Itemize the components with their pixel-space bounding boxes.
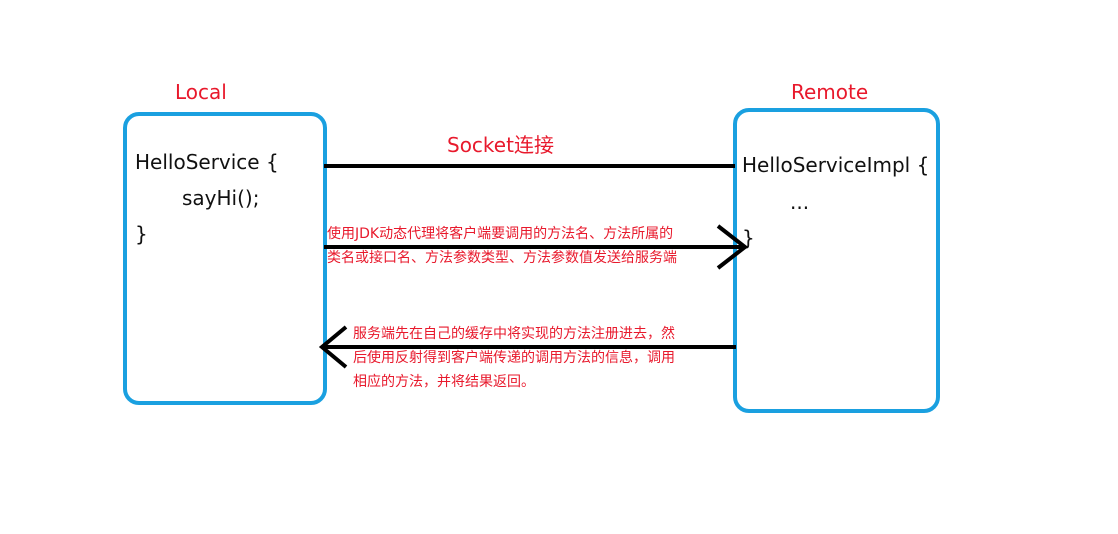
request-arrow [324,224,749,270]
request-description: 使用JDK动态代理将客户端要调用的方法名、方法所属的 类名或接口名、方法参数类型… [327,222,677,270]
response-description-line: 相应的方法，并将结果返回。 [353,374,535,390]
response-description: 服务端先在自己的缓存中将实现的方法注册进去，然 后使用反射得到客户端传递的调用方… [353,322,675,394]
response-description-line: 后使用反射得到客户端传递的调用方法的信息，调用 [353,350,675,366]
response-arrow [318,325,736,369]
local-label: Local [175,80,227,104]
remote-closing-brace: } [742,226,755,250]
request-description-line: 使用JDK动态代理将客户端要调用的方法名、方法所属的 [327,226,674,242]
local-box [123,112,327,405]
remote-ellipsis: ... [790,190,810,214]
local-method-call: sayHi(); [182,186,260,210]
remote-box [733,108,940,413]
local-closing-brace: } [135,222,148,246]
remote-label: Remote [791,80,869,104]
socket-connection-label: Socket连接 [447,133,554,157]
response-description-line: 服务端先在自己的缓存中将实现的方法注册进去，然 [353,326,675,342]
request-description-line: 类名或接口名、方法参数类型、方法参数值发送给服务端 [327,250,677,266]
local-interface-declaration: HelloService { [135,150,279,174]
remote-class-declaration: HelloServiceImpl { [742,153,930,177]
